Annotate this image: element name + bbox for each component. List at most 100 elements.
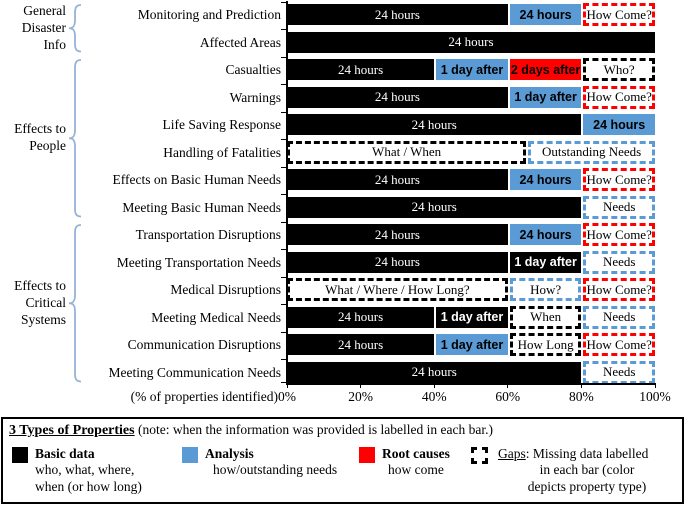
gap-box-basic: Who? [583,58,655,81]
legend-item-basic-data-name: Basic data [35,446,95,461]
basic-data-swatch [12,447,28,463]
segment-label: 24 hours [374,171,420,187]
y-axis-tick [281,166,286,168]
legend-item-analysis-name: Analysis [205,446,254,461]
segment-label: 24 hours [593,117,646,132]
y-axis-tick [281,359,286,361]
gap-box-root: How Come? [583,278,655,301]
root-causes-swatch [359,447,375,463]
gap-box-analysis: How? [509,278,582,301]
segment-label: 24 hours [338,309,384,324]
y-axis-tick [281,194,286,196]
bar-segment-basic: 24 hours [287,86,508,108]
segment-label: 24 hours [448,34,494,49]
y-axis-tick [281,221,286,223]
group-label-line: Critical [25,294,67,310]
segment-label: 24 hours [411,116,457,132]
y-axis-tick [281,56,286,58]
category-label: Medical Disruptions [170,282,281,297]
segment-label: When [530,309,562,324]
segment-label: 2 days after [510,62,581,77]
segment-label: How Long [517,336,574,352]
gap-box-analysis: Needs [583,305,655,329]
bar-segment-basic: 1 day after [434,306,508,328]
group-brace [68,4,82,53]
y-axis-tick [281,111,286,113]
x-axis-tick [433,384,435,388]
category-label: Life Saving Response [162,117,281,132]
segment-label: 24 hours [519,227,572,242]
bar-segment-analysis: 1 day after [434,59,508,80]
category-label: Affected Areas [199,34,281,50]
group-label-line: Effects to [14,121,66,137]
segment-label: 24 hours [338,336,384,352]
bar-segment-analysis: 1 day after [434,334,508,355]
gap-box-root: How Come? [583,333,655,356]
x-tick-label: 40% [421,389,447,404]
legend-item-analysis: Analysis how/outstanding needs [205,446,337,479]
x-axis-tick [360,384,362,388]
x-tick-label: 20% [348,389,373,404]
legend-item-basic-data: Basic data who, what, where, when (or ho… [35,446,142,495]
group-label-line: Info [43,36,67,52]
category-label: Meeting Communication Needs [108,364,281,380]
segment-label: Needs [602,309,636,324]
y-axis-tick [281,276,286,278]
bar-segment-basic: 24 hours [287,114,582,135]
gap-box-analysis: Needs [583,360,655,384]
segment-label: How? [530,281,562,297]
group-label-line: Disaster [21,19,66,35]
bar-segment-basic: 24 hours [287,59,435,80]
category-label: Handling of Fatalities [163,144,281,160]
segment-label: Outstanding Needs [541,144,642,159]
segment-label: How Come? [586,6,652,22]
category-label: Transportation Disruptions [135,227,281,242]
x-axis-tick [580,384,583,388]
bar-segment-analysis: 24 hours [507,4,582,25]
segment-label: 1 day after [514,255,577,269]
category-label: Communication Disruptions [127,337,281,352]
gap-box-analysis: Needs [583,250,655,274]
legend-title: 3 Types of Properties [9,423,135,438]
gaps-dashed-swatch-icon [471,447,488,464]
segment-label: 1 day after [514,90,577,104]
y-axis-tick [281,84,286,86]
segment-label: 24 hours [374,6,420,22]
segment-label: 1 day after [440,310,504,324]
y-axis-tick [281,382,286,384]
group-label-line: Effects to [14,277,66,293]
legend-item-root-causes: Root causes how come [382,446,450,479]
bar-segment-basic: 24 hours [287,361,582,383]
category-label: Meeting Transportation Needs [116,254,281,270]
bar-segment-basic: 24 hours [287,196,582,218]
segment-label: Needs [602,199,636,214]
group-label-line: People [29,138,66,154]
bar-segment-basic: 24 hours [287,334,435,355]
y-axis-tick [281,249,286,251]
bar-segment-root: 2 days after [507,59,582,80]
segment-label: 24 hours [411,199,457,214]
legend-item-gaps-desc: in each bar (color depicts property type… [527,462,647,494]
group-brace [68,59,82,218]
x-tick-label: 80% [569,389,594,404]
segment-label: 24 hours [519,7,572,22]
segment-label: 24 hours [374,89,420,104]
x-tick-label: 0% [278,389,296,404]
bar-segment-analysis: 1 day after [507,86,582,108]
x-axis-tick [507,384,509,388]
category-label: Monitoring and Prediction [137,7,281,22]
segment-label: How Come? [586,336,652,352]
legend-item-gaps: Gaps: Missing data labelled in each bar … [498,446,676,495]
bar-segment-basic: 24 hours [287,4,508,25]
segment-label: 1 day after [440,62,504,77]
segment-label: 24 hours [338,61,384,77]
bar-segment-analysis: 24 hours [507,224,582,245]
legend-note: (note: when the information was provided… [134,422,493,437]
analysis-swatch [182,447,198,463]
gap-box-basic: What / When [287,140,527,164]
legend-item-basic-data-desc: who, what, where, when (or how long) [35,462,142,494]
bar-segment-basic: 1 day after [507,251,582,273]
